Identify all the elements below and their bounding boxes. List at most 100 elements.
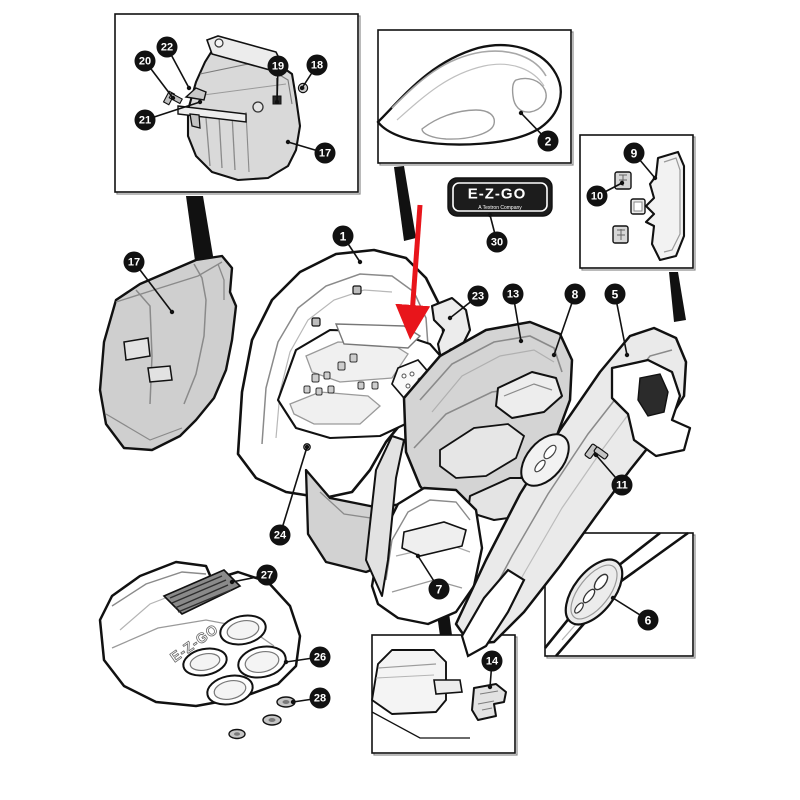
callout-tip-8 [551, 352, 557, 358]
callout-number-26: 26 [314, 652, 326, 664]
callout-bubble-30[interactable] [486, 231, 508, 253]
oval-slot-middle [582, 588, 596, 604]
callout-24[interactable]: 24 [269, 444, 310, 546]
callout-tip-11 [593, 452, 599, 458]
callout-bubble-27[interactable] [256, 564, 278, 586]
main-body-panel[interactable] [236, 248, 446, 574]
callout-bubble-1[interactable] [332, 225, 354, 247]
callout-17[interactable]: 17 [123, 251, 175, 315]
callout-bubble-8[interactable] [564, 283, 586, 305]
tank-seam [195, 83, 287, 97]
callout-number-8: 8 [572, 288, 579, 302]
callout-tip-30 [487, 212, 493, 218]
ezgo-logo-badge[interactable]: E-Z-GO A Textron Company [447, 177, 553, 217]
callout-bubble-10[interactable] [586, 185, 608, 207]
callout-leader-8 [553, 293, 576, 356]
callout-21[interactable]: 21 [134, 99, 203, 131]
callout-bubble-22[interactable] [156, 36, 178, 58]
callout-28[interactable]: 28 [290, 687, 331, 709]
callout-13[interactable]: 13 [502, 283, 524, 344]
callout-tip-23 [447, 315, 453, 321]
callout-11[interactable]: 11 [593, 452, 633, 496]
callout-number-18: 18 [311, 60, 323, 72]
dash-grommet-28-b [262, 714, 282, 726]
callout-bubble-2[interactable] [537, 130, 559, 152]
dash-panel[interactable]: E-Z-GO [98, 560, 302, 740]
callout-7[interactable]: 7 [415, 553, 450, 600]
callout-bubble-7[interactable] [428, 578, 450, 600]
callout-9[interactable]: 9 [623, 142, 658, 181]
right-strut[interactable] [454, 326, 692, 658]
callout-tip-17 [285, 139, 291, 145]
oval-trim-inner [570, 564, 618, 620]
callout-number-27: 27 [261, 570, 273, 582]
callout-bubble-21[interactable] [134, 109, 156, 131]
callout-14[interactable]: 14 [481, 650, 503, 690]
callout-tip-21 [197, 99, 203, 105]
callout-bubble-13[interactable] [502, 283, 524, 305]
callout-bubble-6[interactable] [637, 609, 659, 631]
callout-tip-7 [415, 553, 421, 559]
callout-number-13: 13 [507, 289, 519, 301]
rail-line-2 [375, 674, 435, 679]
callout-17[interactable]: 17 [285, 139, 336, 164]
callout-bubble-17[interactable] [123, 251, 145, 273]
left-shroud-rib-2 [217, 263, 225, 300]
callout-26[interactable]: 26 [283, 646, 331, 668]
callout-5[interactable]: 5 [604, 283, 630, 358]
lower-clip-ribs [477, 690, 499, 711]
inset-lower-clip-detail[interactable] [371, 634, 518, 756]
callout-bubble-23[interactable] [467, 285, 489, 307]
callout-bubble-14[interactable] [481, 650, 503, 672]
callout-19[interactable]: 19 [267, 55, 289, 105]
callout-number-14: 14 [486, 656, 499, 668]
callout-bubble-18[interactable] [306, 54, 328, 76]
callout-number-20: 20 [139, 56, 151, 68]
callout-bubble-5[interactable] [604, 283, 626, 305]
rail-line-1 [377, 663, 437, 669]
center-floor-crease [385, 499, 471, 581]
callout-number-24: 24 [274, 530, 287, 542]
callout-bubble-26[interactable] [309, 646, 331, 668]
callout-tip-24 [304, 444, 310, 450]
center-floor[interactable] [365, 435, 484, 626]
callout-10[interactable]: 10 [586, 180, 625, 207]
front-cowl-crease-lower [396, 63, 545, 121]
callout-20[interactable]: 20 [134, 50, 176, 101]
callout-tip-19 [274, 99, 280, 105]
callout-bubble-11[interactable] [611, 474, 633, 496]
left-shroud-top-edge [115, 261, 223, 303]
rail-lower-edge [371, 711, 470, 739]
callout-30[interactable]: 30 [486, 212, 508, 253]
callout-6[interactable]: 6 [610, 595, 659, 631]
callout-number-5: 5 [612, 288, 619, 302]
strut-bolt-11 [584, 443, 609, 460]
callout-bubble-17[interactable] [314, 142, 336, 164]
callout-bubble-9[interactable] [623, 142, 645, 164]
callout-bubble-20[interactable] [134, 50, 156, 72]
callout-27[interactable]: 27 [229, 564, 278, 586]
callout-bubble-19[interactable] [267, 55, 289, 77]
callout-2[interactable]: 2 [518, 110, 559, 152]
callout-number-23: 23 [472, 291, 484, 303]
tray-shelf [334, 323, 422, 349]
callout-number-17: 17 [319, 148, 331, 160]
trim-clip-10-lower [612, 225, 629, 244]
center-floor-pocket [401, 521, 467, 557]
callout-18[interactable]: 18 [299, 54, 328, 91]
callout-tip-6 [610, 595, 616, 601]
callout-8[interactable]: 8 [551, 283, 586, 358]
callout-1[interactable]: 1 [332, 225, 363, 265]
callout-tip-18 [299, 85, 305, 91]
inset-fuel-tank-shroud[interactable] [114, 13, 361, 195]
cupholder-lower-inner [213, 679, 247, 701]
callout-22[interactable]: 22 [156, 36, 192, 91]
callout-23[interactable]: 23 [447, 285, 489, 321]
callout-bubble-28[interactable] [309, 687, 331, 709]
left-shroud-body [98, 254, 238, 452]
red-pointer-arrow [395, 204, 431, 340]
side-trim-inner-line [663, 157, 681, 253]
left-shroud[interactable] [98, 254, 238, 452]
callout-bubble-24[interactable] [269, 524, 291, 546]
